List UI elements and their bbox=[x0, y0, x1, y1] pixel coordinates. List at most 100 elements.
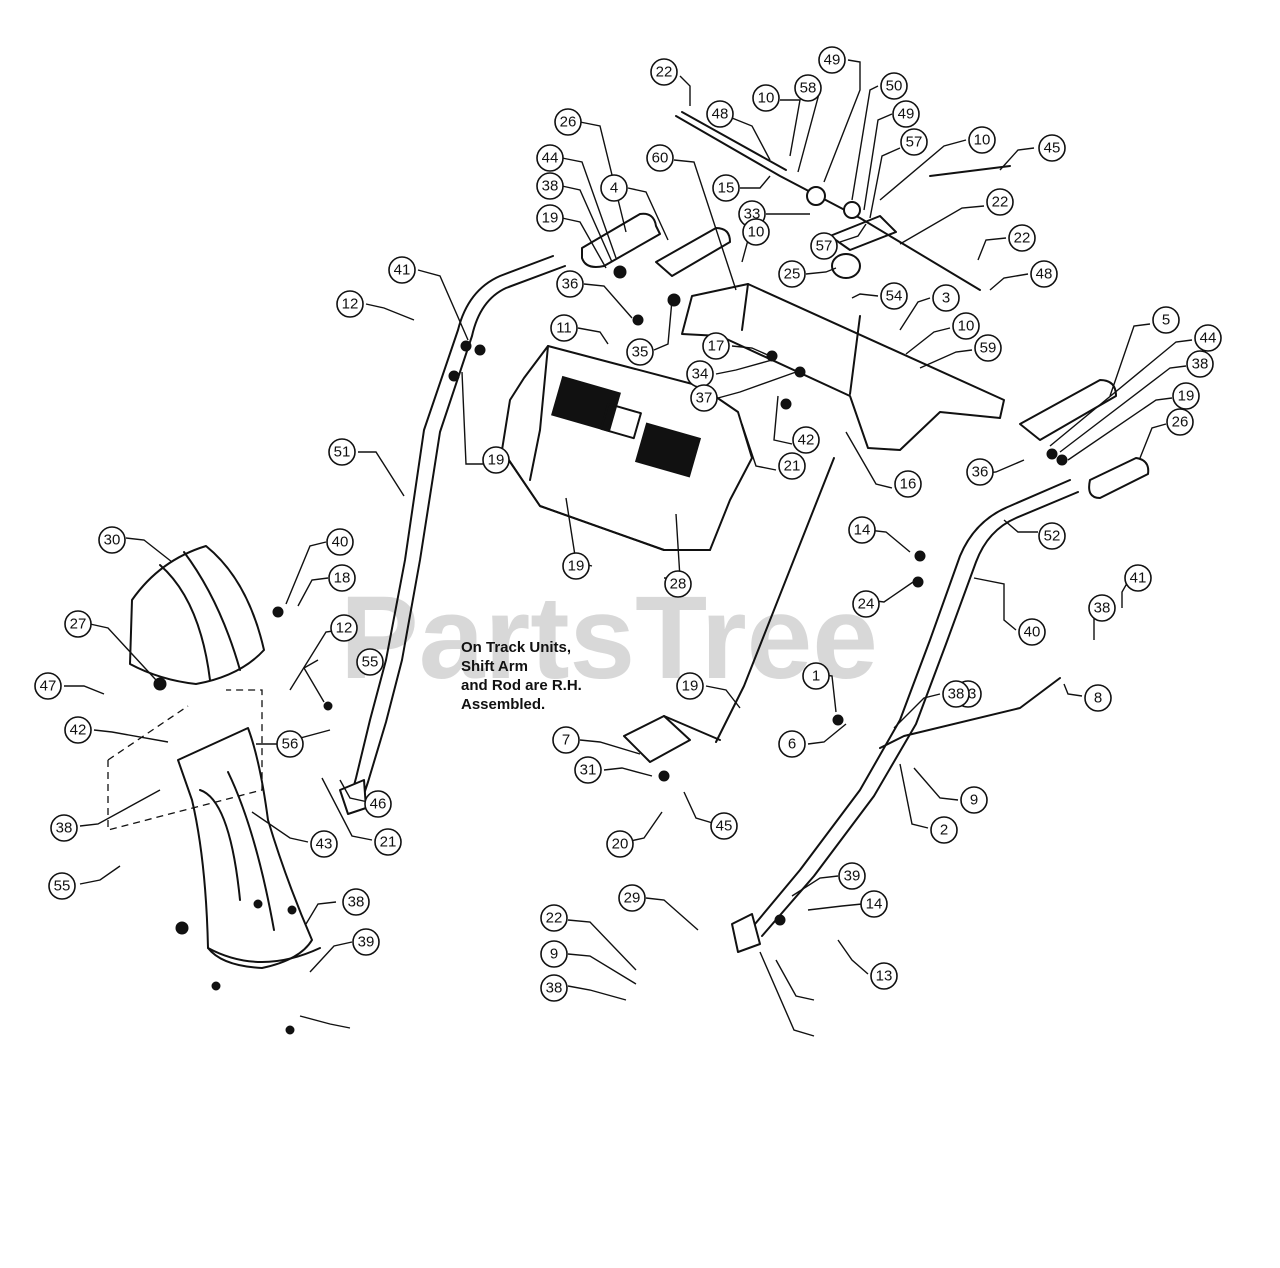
callout-number: 47 bbox=[40, 678, 57, 695]
callout-39: 39 bbox=[352, 928, 380, 956]
callout-number: 7 bbox=[562, 732, 570, 749]
callout-28: 28 bbox=[664, 570, 692, 598]
watermark: PartsTree bbox=[340, 572, 878, 704]
callout-circle bbox=[690, 384, 718, 412]
callout-circle bbox=[310, 830, 338, 858]
callout-1: 1 bbox=[802, 662, 830, 690]
callout-8: 8 bbox=[1084, 684, 1112, 712]
callout-34: 34 bbox=[686, 360, 714, 388]
callout-number: 48 bbox=[712, 106, 729, 123]
callout-circle bbox=[880, 72, 908, 100]
callout-14: 14 bbox=[848, 516, 876, 544]
callout-number: 59 bbox=[980, 340, 997, 357]
callout-number: 22 bbox=[1014, 230, 1031, 247]
callout-number: 49 bbox=[898, 106, 915, 123]
callout-11: 11 bbox=[550, 314, 578, 342]
callout-39: 39 bbox=[838, 862, 866, 890]
callout-number: 11 bbox=[556, 320, 572, 337]
callout-number: 56 bbox=[282, 736, 299, 753]
callout-19: 19 bbox=[562, 552, 590, 580]
callout-18: 18 bbox=[328, 564, 356, 592]
assembly-guides bbox=[107, 689, 263, 831]
callout-22: 22 bbox=[540, 904, 568, 932]
callout-circle bbox=[48, 872, 76, 900]
callout-number: 22 bbox=[656, 64, 673, 81]
callout-circle bbox=[356, 648, 384, 676]
callout-number: 15 bbox=[718, 180, 735, 197]
callout-59: 59 bbox=[974, 334, 1002, 362]
callout-10: 10 bbox=[742, 218, 770, 246]
callout-circle bbox=[818, 46, 846, 74]
callout-19: 19 bbox=[536, 204, 564, 232]
callout-circle bbox=[778, 730, 806, 758]
callout-circle bbox=[712, 174, 740, 202]
callout-circle bbox=[1018, 618, 1046, 646]
callout-number: 55 bbox=[362, 654, 379, 671]
callout-circle bbox=[778, 260, 806, 288]
callout-number: 19 bbox=[488, 452, 505, 469]
callout-6: 6 bbox=[778, 730, 806, 758]
callout-circle bbox=[646, 144, 674, 172]
callout-circle bbox=[870, 962, 898, 990]
callout-36: 36 bbox=[966, 458, 994, 486]
callout-circle bbox=[966, 458, 994, 486]
callout-21: 21 bbox=[778, 452, 806, 480]
callout-number: 51 bbox=[334, 444, 351, 461]
callout-number: 39 bbox=[844, 868, 861, 885]
callout-46: 46 bbox=[364, 790, 392, 818]
callout-57: 57 bbox=[900, 128, 928, 156]
callout-42: 42 bbox=[64, 716, 92, 744]
callout-number: 14 bbox=[854, 522, 871, 539]
callout-number: 60 bbox=[652, 150, 669, 167]
callout-number: 6 bbox=[788, 736, 796, 753]
callout-number: 40 bbox=[1024, 624, 1041, 641]
callout-circle bbox=[664, 570, 692, 598]
callout-circle bbox=[562, 552, 590, 580]
callout-circle bbox=[676, 672, 704, 700]
callout-number: 38 bbox=[1192, 356, 1209, 373]
callout-circle bbox=[1008, 224, 1036, 252]
callout-51: 51 bbox=[328, 438, 356, 466]
callout-circle bbox=[702, 332, 730, 360]
callout-circle bbox=[1166, 408, 1194, 436]
callout-number: 49 bbox=[824, 52, 841, 69]
callout-22: 22 bbox=[1008, 224, 1036, 252]
callout-circle bbox=[792, 426, 820, 454]
lower-shift-rod-part bbox=[879, 677, 1061, 749]
right-handle-part bbox=[731, 479, 1079, 953]
callout-45: 45 bbox=[1038, 134, 1066, 162]
callout-number: 10 bbox=[758, 90, 775, 107]
callout-circle bbox=[1038, 134, 1066, 162]
callout-3: 3 bbox=[932, 284, 960, 312]
callout-number: 31 bbox=[580, 762, 597, 779]
callout-circle bbox=[536, 204, 564, 232]
callout-circle bbox=[778, 452, 806, 480]
callout-27: 27 bbox=[64, 610, 92, 638]
callout-number: 38 bbox=[1094, 600, 1111, 617]
callout-circle bbox=[960, 786, 988, 814]
callout-circle bbox=[600, 174, 628, 202]
callout-7: 7 bbox=[552, 726, 580, 754]
callout-circle bbox=[536, 144, 564, 172]
callout-circle bbox=[968, 126, 996, 154]
callout-circle bbox=[706, 100, 734, 128]
callout-circle bbox=[64, 716, 92, 744]
left-handle-part bbox=[339, 255, 566, 815]
note-line: On Track Units, bbox=[461, 639, 572, 656]
callout-number: 18 bbox=[334, 570, 351, 587]
callout-circle bbox=[626, 338, 654, 366]
callout-number: 41 bbox=[1130, 570, 1147, 587]
callout-number: 42 bbox=[798, 432, 815, 449]
callout-number: 45 bbox=[716, 818, 733, 835]
callout-number: 38 bbox=[348, 894, 365, 911]
callout-30: 30 bbox=[98, 526, 126, 554]
callout-number: 40 bbox=[332, 534, 349, 551]
callout-circle bbox=[848, 516, 876, 544]
callout-circle bbox=[328, 564, 356, 592]
callout-number: 4 bbox=[610, 180, 618, 197]
callout-circle bbox=[810, 232, 838, 260]
callout-number: 36 bbox=[562, 276, 579, 293]
callout-circle bbox=[650, 58, 678, 86]
